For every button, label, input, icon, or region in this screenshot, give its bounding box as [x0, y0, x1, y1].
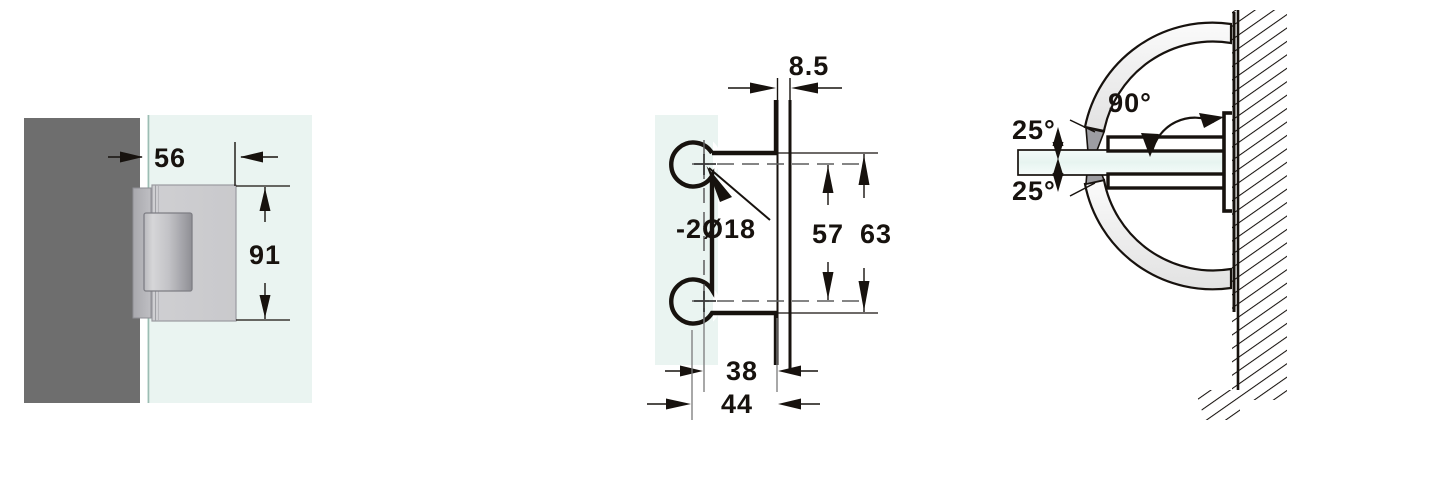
hole-callout: -2Ø18: [676, 166, 771, 244]
dim90-arrow-right: [1199, 113, 1224, 128]
hinge-cutout-outline-top: [712, 100, 779, 156]
side-elevation-view: 56 91: [0, 0, 480, 488]
wall-hatch-region: [1232, 10, 1287, 400]
glass-leaf-plan: [1017, 149, 1241, 176]
dim56-arrow-right: [240, 151, 263, 163]
dim56-arrow-left: [120, 151, 143, 163]
dimension-25-upper: 25°: [1012, 115, 1096, 160]
dim85-arrow-left: [750, 82, 776, 94]
dim57-label: 57: [812, 219, 844, 249]
dim25l-ext: [1069, 182, 1096, 197]
dimension-90: 90°: [1108, 88, 1224, 157]
swing-arc-lower: [1083, 178, 1233, 291]
hinge-cutout-outline: [669, 140, 779, 365]
dimension-25-lower: 25°: [1012, 158, 1096, 206]
dim25u-label: 25°: [1012, 115, 1056, 145]
plan-swing-view: 25° 25° 90°: [1000, 0, 1445, 488]
dim25l-label: 25°: [1012, 176, 1056, 206]
dim91-label: 91: [249, 240, 281, 270]
dim56-label: 56: [154, 143, 186, 173]
front-elevation-view: -2Ø18 8.5 57: [480, 0, 1000, 488]
dim38-label: 38: [726, 356, 758, 386]
dim85-label: 8.5: [789, 51, 830, 81]
dim63-arrow-top: [858, 155, 870, 185]
hole-callout-label: -2Ø18: [676, 214, 756, 244]
dim91-arrow-bottom: [259, 295, 271, 318]
dim57-arrow-top: [822, 166, 834, 193]
hinge-body-plate: [151, 184, 237, 322]
swing-arc-upper: [1083, 21, 1233, 133]
dim85-arrow-right: [791, 82, 818, 94]
dim57-arrow-bottom: [822, 272, 834, 299]
dim63-arrow-bottom: [858, 281, 870, 311]
dim44-arrow-left: [666, 398, 691, 410]
dimension-44: 44: [647, 330, 820, 420]
dim25u-arrow-bottom: [1052, 142, 1064, 160]
dim38-arrow-right: [778, 365, 801, 377]
dim63-label: 63: [860, 219, 892, 249]
hole-callout-arrow: [706, 166, 732, 202]
dimension-63: 63: [776, 152, 892, 314]
wall-block: [24, 118, 140, 403]
wall-hatch-return: [1195, 390, 1240, 420]
dim44-label: 44: [721, 389, 753, 419]
dim44-arrow-right: [778, 398, 801, 410]
dimension-57: 57: [812, 165, 844, 300]
dim25u-arrow-top: [1052, 127, 1064, 146]
hole-centre-cross-top: [694, 154, 716, 175]
hinge-knuckle: [143, 212, 193, 292]
dim90-label: 90°: [1108, 88, 1152, 118]
dimension-91: 91: [236, 185, 290, 321]
dim91-arrow-top: [259, 188, 271, 211]
dim25l-arrow-top: [1052, 158, 1064, 176]
hole-callout-leader: [708, 167, 771, 221]
dim90-arrow-down: [1141, 133, 1159, 157]
dimension-8-5: 8.5: [728, 51, 842, 108]
dim25u-ext: [1069, 119, 1096, 133]
hole-centre-cross-bottom: [694, 291, 716, 312]
dimension-56: 56: [108, 142, 278, 186]
hinge-plate-lower: [1106, 172, 1240, 190]
hinge-plate-upper: [1106, 135, 1240, 153]
dim25l-arrow-bottom: [1052, 173, 1064, 192]
